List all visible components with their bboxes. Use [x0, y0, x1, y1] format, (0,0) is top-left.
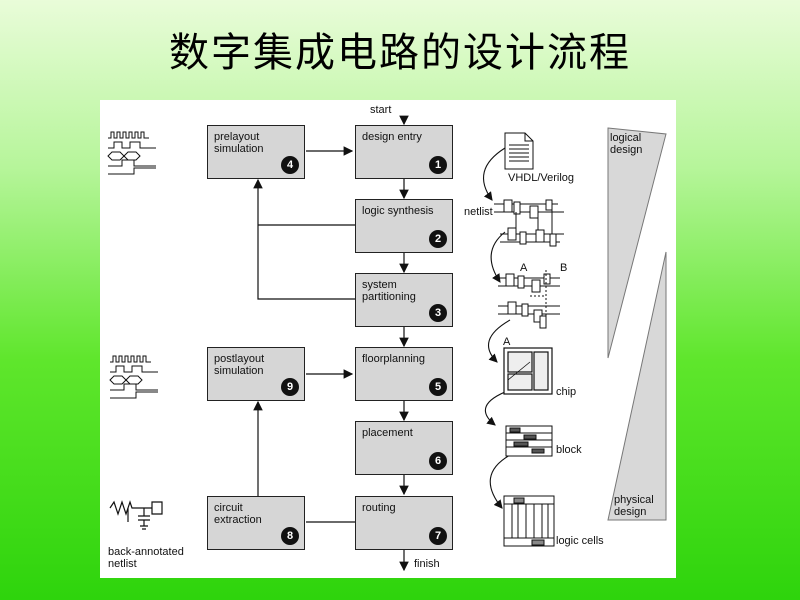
logic-cells-icon: [503, 495, 555, 547]
physical-design-triangle: [607, 251, 667, 521]
waveform-icon-top: [107, 130, 156, 176]
partition-a-label: A: [520, 262, 528, 274]
step-number: 4: [281, 156, 299, 174]
chip-label: chip: [556, 386, 577, 398]
physical-label: physical: [614, 494, 654, 506]
logical-design-triangle: [607, 127, 667, 359]
step-label: design entry: [362, 131, 422, 143]
flow-connectors: [107, 115, 667, 572]
step-placement: placement 6: [355, 421, 453, 475]
document-icon: [504, 132, 534, 170]
step-label: routing: [362, 502, 396, 514]
block-label: block: [556, 444, 582, 456]
vhdl-verilog-label: VHDL/Verilog: [508, 172, 575, 184]
step-prelayout-simulation: prelayout simulation 4: [207, 125, 305, 179]
step-label: placement: [362, 427, 413, 439]
step-postlayout-simulation: postlayout simulation 9: [207, 347, 305, 401]
step-number: 2: [429, 230, 447, 248]
chip-icon: [503, 347, 553, 395]
step-label: postlayout simulation: [214, 353, 265, 377]
block-icon: [505, 425, 553, 457]
step-number: 9: [281, 378, 299, 396]
start-label: start: [370, 104, 392, 116]
slide-title: 数字集成电路的设计流程: [169, 30, 631, 76]
feedback-3-4: [253, 178, 355, 300]
step-number: 8: [281, 527, 299, 545]
chip-a-label: A: [503, 336, 511, 348]
step-design-entry: design entry 1: [355, 125, 453, 179]
waveform-icon-bottom: [109, 355, 158, 399]
back-annotated-label: back-annotated: [108, 546, 184, 558]
step-circuit-extraction: circuit extraction 8: [207, 496, 305, 550]
logic-cells-label: logic cells: [556, 535, 604, 547]
step-number: 5: [429, 378, 447, 396]
step-number: 6: [429, 452, 447, 470]
step-number: 3: [429, 304, 447, 322]
netlist-schematic-icon: [494, 199, 564, 247]
step-number: 1: [429, 156, 447, 174]
step-label: circuit extraction: [214, 502, 262, 526]
finish-label: finish: [414, 558, 440, 570]
step-label: floorplanning: [362, 353, 425, 365]
logical-label: logical: [610, 132, 642, 144]
step-label: prelayout simulation: [214, 131, 264, 155]
step-system-partitioning: system partitioning 3: [355, 273, 453, 327]
netlist-label: netlist: [464, 206, 493, 218]
step-label: logic synthesis: [362, 205, 434, 217]
rc-network-icon: [109, 500, 163, 530]
step-routing: routing 7: [355, 496, 453, 550]
logical-design-label: design: [610, 144, 643, 156]
step-floorplanning: floorplanning 5: [355, 347, 453, 401]
partition-b-label: B: [560, 262, 568, 274]
design-flow-diagram: design entry 1 logic synthesis 2 system …: [100, 100, 676, 578]
back-annotated-netlist-label: netlist: [108, 558, 137, 570]
step-label: system partitioning: [362, 279, 416, 303]
partitioned-schematic-icon: [498, 270, 560, 330]
step-number: 7: [429, 527, 447, 545]
step-logic-synthesis: logic synthesis 2: [355, 199, 453, 253]
physical-design-label: design: [614, 506, 647, 518]
